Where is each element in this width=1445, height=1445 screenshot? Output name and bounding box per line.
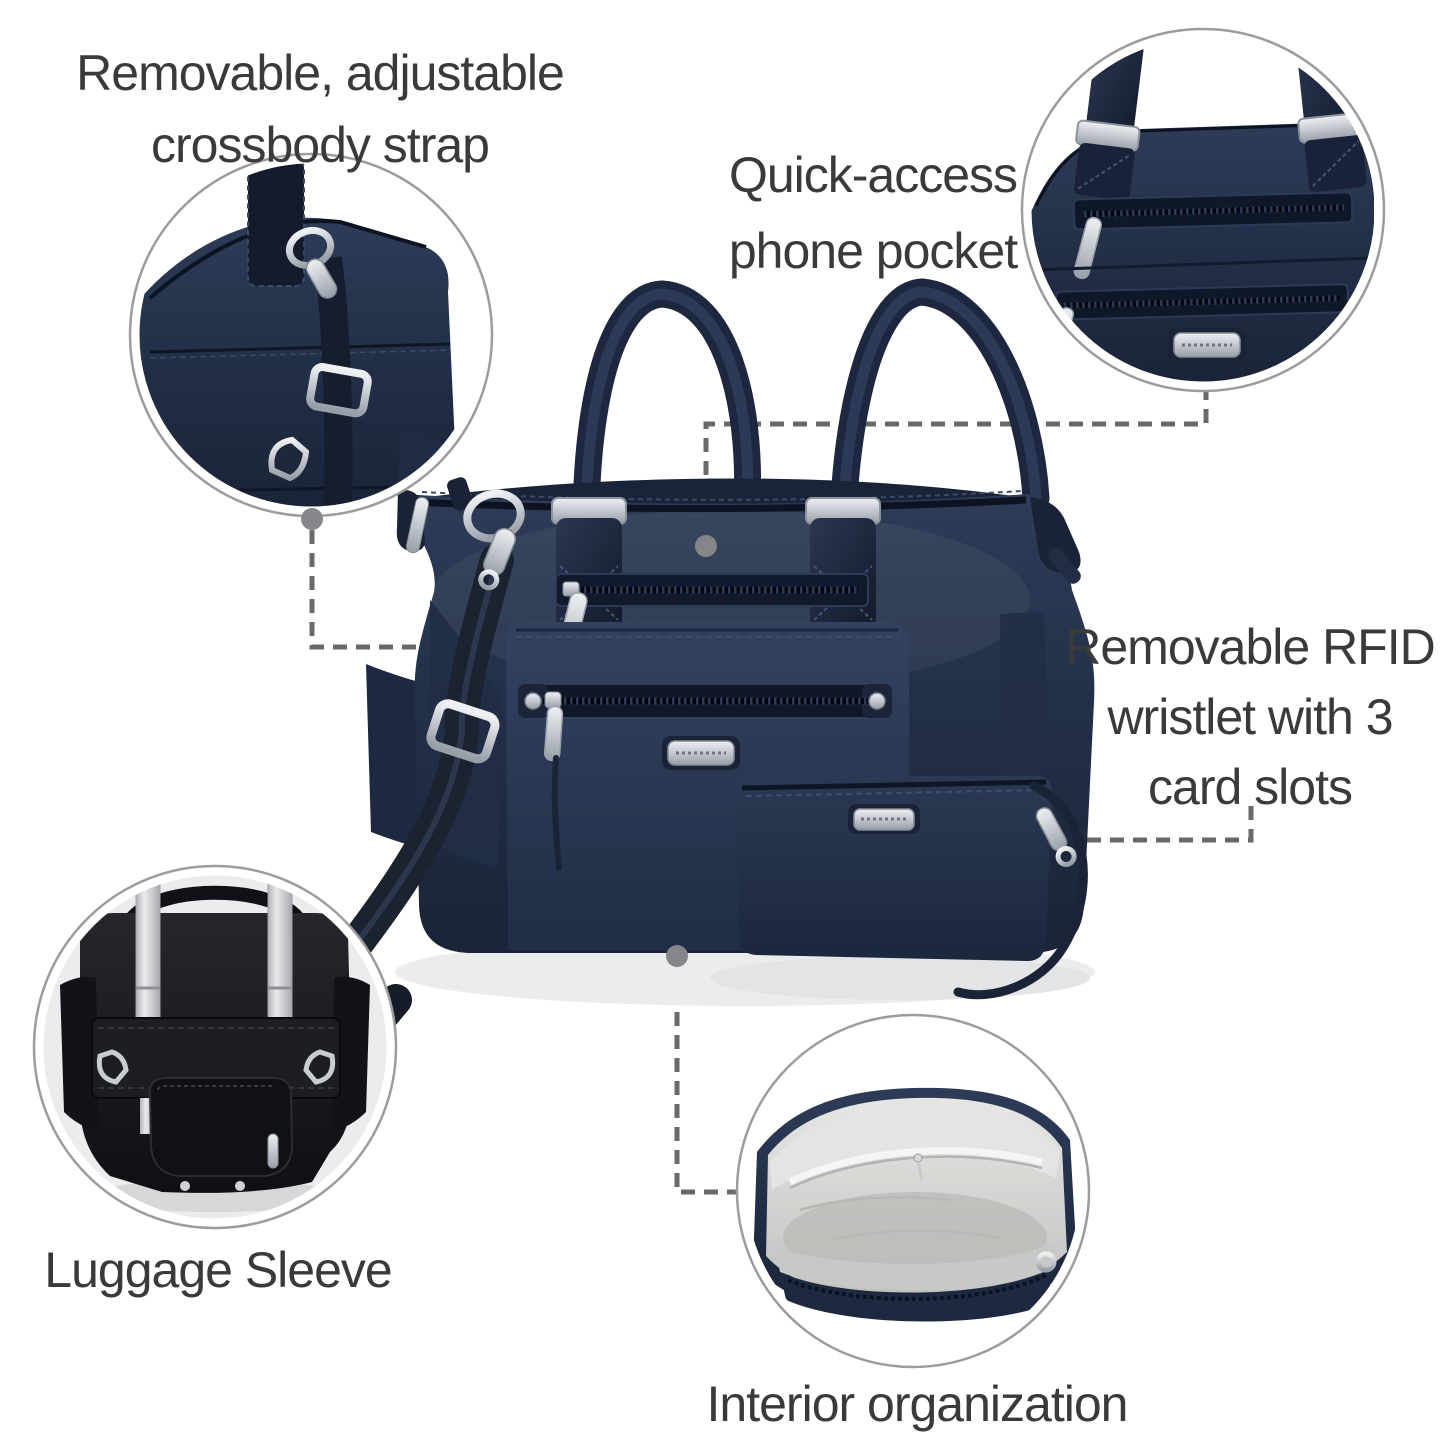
zipper-pull-icon [267, 1133, 279, 1169]
strap-adjuster-icon [306, 363, 372, 418]
d-ring-icon [303, 1049, 336, 1085]
interior-organization-label: Interior organization [637, 1368, 1197, 1440]
label-line: Quick-access [728, 147, 1018, 203]
rivet-icon [524, 692, 542, 710]
dot-crossbody [301, 508, 323, 530]
d-ring-icon [1035, 1251, 1057, 1273]
wristlet-clasp-icon [1035, 807, 1077, 867]
phone-pocket-label: Quick-access phone pocket [623, 137, 1123, 289]
zipper-pull-icon [405, 496, 430, 554]
lobster-clasp-icon [478, 527, 516, 591]
label-line: Interior organization [706, 1376, 1129, 1432]
rfid-wristlet-label: Removable RFID wristlet with 3 card slot… [1010, 612, 1445, 822]
dot-interior [666, 945, 688, 967]
label-line: Removable RFID [1065, 619, 1435, 675]
luggage-sleeve-label: Luggage Sleeve [0, 1234, 468, 1306]
label-line: crossbody strap [151, 117, 490, 173]
connector-crossbody [309, 530, 474, 650]
main-tote-photo [231, 278, 1095, 1170]
label-line: wristlet with 3 [1107, 689, 1393, 745]
label-line: Luggage Sleeve [44, 1242, 392, 1298]
connector-rfid-wristlet [1062, 806, 1254, 843]
d-ring-icon [268, 436, 310, 482]
inset-crossbody-strap [128, 152, 494, 518]
zipper-pull-icon [543, 705, 564, 762]
wrist-strap [953, 781, 1088, 1000]
inset-interior [735, 1013, 1091, 1369]
interior-zipper [788, 1147, 1043, 1186]
brand-logo-plate [662, 736, 740, 770]
rivet-icon [868, 692, 886, 710]
strap-adjuster-icon [426, 699, 500, 764]
crossbody-strap-label: Removable, adjustable crossbody strap [20, 37, 620, 181]
label-line: card slots [1148, 759, 1353, 815]
connector-interior [674, 966, 747, 1195]
inset-luggage-sleeve [32, 864, 398, 1230]
wristlet-pouch [736, 776, 1088, 1000]
dot-phone-pocket [695, 535, 717, 557]
connector-phone-pocket [703, 386, 1209, 540]
label-line: phone pocket [728, 223, 1018, 279]
wristlet-logo-plate [848, 804, 920, 834]
label-line: Removable, adjustable [76, 45, 565, 101]
callout-connectors [309, 386, 1254, 1195]
callout-dots [301, 508, 717, 967]
d-ring-icon [96, 1049, 129, 1085]
